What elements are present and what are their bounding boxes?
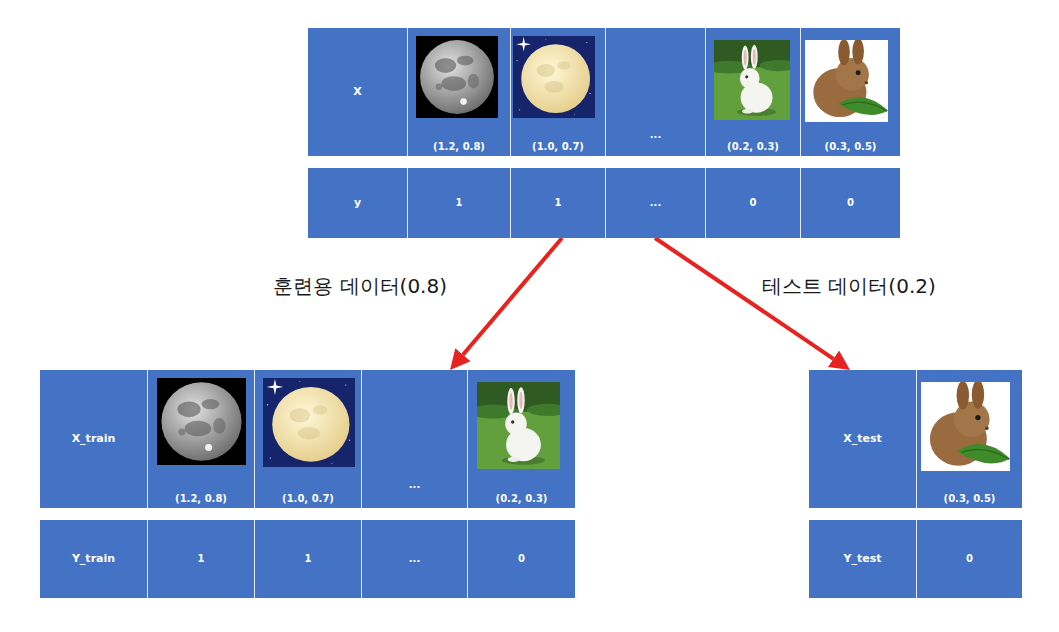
cell-value: 1 — [305, 553, 312, 565]
rabbit-photo — [921, 380, 1010, 471]
table-cell: 1 — [147, 520, 254, 598]
row-header: y — [354, 196, 361, 209]
table-cell: (1.2, 0.8) — [147, 370, 254, 508]
table-cell: 1 — [510, 168, 605, 238]
table-row: X_test (0.3, 0.5) — [809, 370, 1022, 508]
rabbit-photo — [469, 382, 569, 469]
table-cell: (0.3, 0.5) — [916, 370, 1022, 508]
cell-value: 0 — [966, 553, 973, 565]
cell-value: (1.2, 0.8) — [433, 141, 485, 153]
moon-photo — [416, 36, 498, 118]
split-arrow — [463, 238, 562, 355]
cell-value: (1.0, 0.7) — [532, 141, 584, 153]
cell-value: (0.2, 0.3) — [496, 493, 548, 505]
split-arrow — [655, 238, 833, 359]
cell-value: ... — [650, 197, 661, 209]
table-cell: 0 — [705, 168, 800, 238]
cell-value: 1 — [555, 197, 562, 209]
table-cell: ... — [605, 28, 705, 156]
row-header: X_train — [72, 432, 116, 445]
edge-label: 테스트 데이터(0.2) — [762, 273, 936, 299]
table-cell: (1.0, 0.7) — [510, 28, 605, 156]
cell-value: 1 — [456, 197, 463, 209]
cell-value: 0 — [750, 197, 757, 209]
table-row: Y_train 1 1... 0 — [40, 520, 575, 598]
table-cell: (0.2, 0.3) — [705, 28, 800, 156]
edge-label: 훈련용 데이터(0.8) — [273, 273, 447, 299]
row-header: X — [353, 85, 361, 98]
cell-value: 1 — [198, 553, 205, 565]
table-cell: (0.3, 0.5) — [800, 28, 900, 156]
cell-value: (1.2, 0.8) — [175, 493, 227, 505]
cell-value: 0 — [518, 553, 525, 565]
table-cell: 1 — [407, 168, 510, 238]
row-header: Y_test — [844, 552, 882, 565]
table-cell: 0 — [800, 168, 900, 238]
moon-photo — [157, 378, 246, 465]
cell-value: (0.3, 0.5) — [944, 493, 996, 505]
table-row: Y_test 0 — [809, 520, 1022, 598]
table-cell: 0 — [467, 520, 575, 598]
cell-value: (1.0, 0.7) — [282, 493, 334, 505]
table-row: X_train (1.2, 0.8) (1.0, 0.7)... (0.2, 0.3) — [40, 370, 575, 508]
cell-value: (0.2, 0.3) — [727, 141, 779, 153]
moon-photo — [263, 378, 355, 467]
cell-value: ... — [650, 129, 661, 141]
table-row: X (1.2, 0.8) (1.0, 0.7)... (0.2, 0.3) (0.3, … — [308, 28, 900, 156]
cell-value: 0 — [847, 197, 854, 209]
cell-value: ... — [409, 479, 420, 491]
table-cell: ... — [361, 520, 467, 598]
table-cell: 0 — [916, 520, 1022, 598]
row-header: Y_train — [72, 552, 115, 565]
table-cell: ... — [361, 370, 467, 508]
cell-value: (0.3, 0.5) — [825, 141, 877, 153]
table-cell: (1.2, 0.8) — [407, 28, 510, 156]
table-cell: (1.0, 0.7) — [254, 370, 361, 508]
rabbit-photo — [805, 38, 888, 122]
table-cell: ... — [605, 168, 705, 238]
table-cell: 1 — [254, 520, 361, 598]
table-row: y 1 1... 0 0 — [308, 168, 900, 238]
rabbit-photo — [706, 40, 797, 120]
moon-photo — [513, 36, 595, 118]
row-header: X_test — [843, 432, 882, 445]
table-cell: (0.2, 0.3) — [467, 370, 575, 508]
cell-value: ... — [409, 553, 420, 565]
